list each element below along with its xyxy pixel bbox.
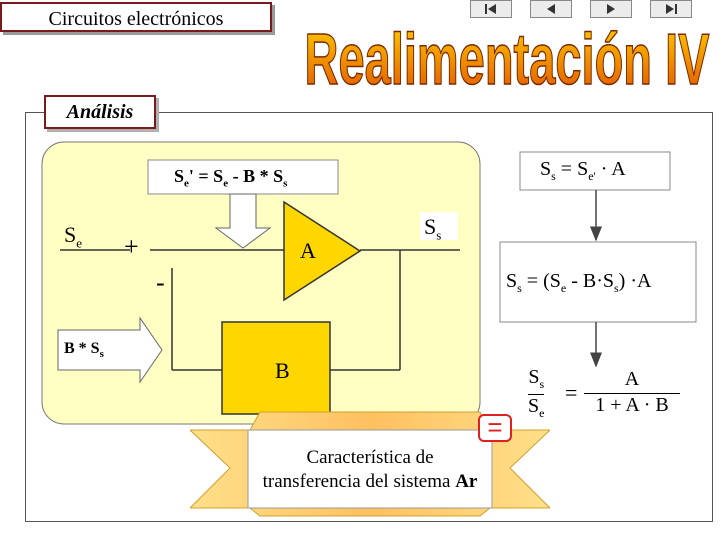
error-equation: Se' = Se - B * Ss <box>174 166 288 190</box>
eq1-box <box>519 151 671 191</box>
equation-3-lhs: Ss Se <box>528 366 545 420</box>
section-label: Análisis <box>44 95 156 129</box>
minus-sign: - <box>156 268 165 297</box>
result-banner-shape <box>190 411 550 517</box>
input-label: Se <box>64 222 83 251</box>
feedback-label: B <box>275 358 290 383</box>
feedback-block <box>221 321 331 415</box>
svg-text:Realimentación IV: Realimentación IV <box>305 20 710 94</box>
equals-badge: = <box>478 414 512 442</box>
amplifier-label: A <box>300 238 316 263</box>
slide-title: Realimentación IV <box>304 19 711 94</box>
content-frame <box>25 112 713 522</box>
error-equation-box <box>147 159 339 195</box>
feedback-signal-label: B * Ss <box>64 340 104 361</box>
feedback-signal-arrow <box>57 316 163 384</box>
result-text: Característica de transferencia del sist… <box>262 447 478 492</box>
equation-1: Ss = Se' · A <box>540 158 626 183</box>
error-arrow-icon <box>214 193 272 249</box>
next-icon[interactable] <box>590 0 632 18</box>
equation-2: Ss = (Se - B·Ss) ·A <box>506 270 652 295</box>
last-icon[interactable] <box>650 0 692 18</box>
eq2-box <box>499 241 697 323</box>
prev-icon[interactable] <box>530 0 572 18</box>
first-icon[interactable] <box>470 0 512 18</box>
course-title: Circuitos electrónicos <box>0 2 272 32</box>
plus-sign: + <box>124 232 139 261</box>
output-label: Ss <box>424 214 442 243</box>
amplifier-triangle <box>283 200 362 302</box>
equation-3-rhs: A 1 + A · B <box>584 368 680 417</box>
